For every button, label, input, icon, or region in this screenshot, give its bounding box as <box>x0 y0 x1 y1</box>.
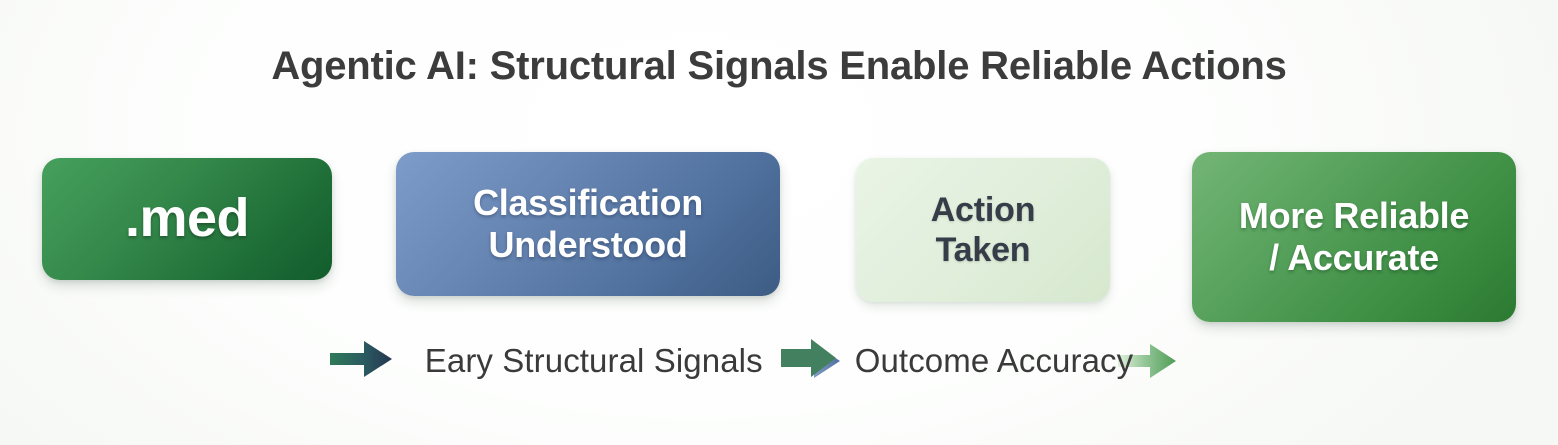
page-title: Agentic AI: Structural Signals Enable Re… <box>271 44 1287 88</box>
flow-node-line: Action <box>930 190 1036 229</box>
process-flow: .med Classification Understood <box>0 152 1558 378</box>
flow-node-more-reliable-accurate[interactable]: More Reliable / Accurate <box>1192 152 1516 322</box>
flow-node-line: Understood <box>488 224 688 265</box>
flow-node-more-reliable-accurate-label: More Reliable / Accurate <box>1192 195 1516 280</box>
arrow-action-to-outcome-icon <box>1118 342 1178 385</box>
flow-node-line: Classification <box>473 181 703 223</box>
flow-node-line: More Reliable <box>1238 194 1470 236</box>
flow-node-line: .med <box>124 188 250 249</box>
flow-node-action-taken-label: Action Taken <box>856 190 1110 270</box>
flow-node-tld-badge[interactable]: .med <box>42 158 332 280</box>
arrow-med-to-classification-icon <box>330 338 394 385</box>
flow-node-line: / Accurate <box>1269 237 1439 278</box>
flow-node-tld-badge-label: .med <box>42 187 332 251</box>
caption-right-text: Outcome Accuracy <box>854 341 1134 379</box>
caption-left-text: Eary Structural Signals <box>424 341 763 379</box>
flow-node-line: Taken <box>935 231 1031 269</box>
flow-node-classification-understood-label: Classification Understood <box>396 182 780 267</box>
right-block-arrow-icon <box>780 338 837 383</box>
flow-node-action-taken[interactable]: Action Taken <box>856 158 1110 302</box>
caption-row: Eary Structural Signals Outcome Accuracy <box>0 338 1558 383</box>
flow-node-classification-understood[interactable]: Classification Understood <box>396 152 780 296</box>
